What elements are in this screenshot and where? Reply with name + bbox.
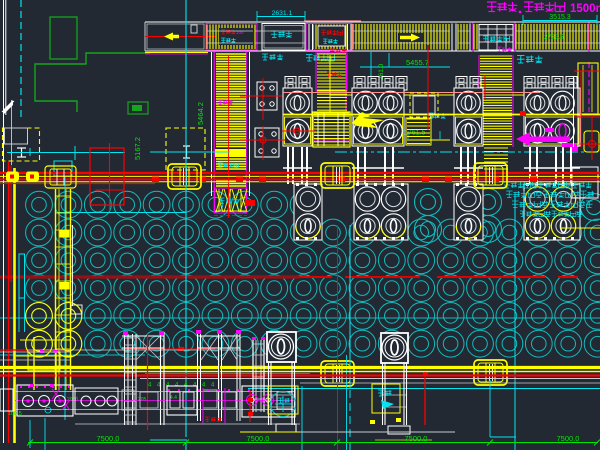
svg-text:100: 100 [236, 30, 244, 35]
svg-text:5455.7: 5455.7 [406, 58, 429, 67]
svg-text:7500.0: 7500.0 [247, 434, 270, 443]
svg-text:7500.0: 7500.0 [97, 434, 120, 443]
svg-text:5464.2: 5464.2 [196, 102, 205, 125]
svg-text:4: 4 [148, 383, 152, 389]
svg-text:5167.2: 5167.2 [133, 137, 142, 160]
svg-text:2733.5: 2733.5 [544, 34, 564, 41]
svg-text:4: 4 [202, 383, 206, 389]
svg-text:4: 4 [157, 383, 161, 389]
svg-text:7500.0: 7500.0 [557, 434, 580, 443]
svg-text:7500.0: 7500.0 [405, 434, 428, 443]
svg-text:1500m: 1500m [570, 3, 600, 15]
svg-text:3515.3: 3515.3 [549, 14, 571, 21]
svg-text:261.0: 261.0 [378, 63, 385, 80]
svg-text:4.4: 4.4 [170, 395, 177, 401]
svg-text:160.5: 160.5 [8, 411, 22, 417]
svg-text:4: 4 [211, 383, 215, 389]
svg-text:2631.1: 2631.1 [272, 10, 293, 17]
svg-text:205: 205 [138, 397, 147, 403]
